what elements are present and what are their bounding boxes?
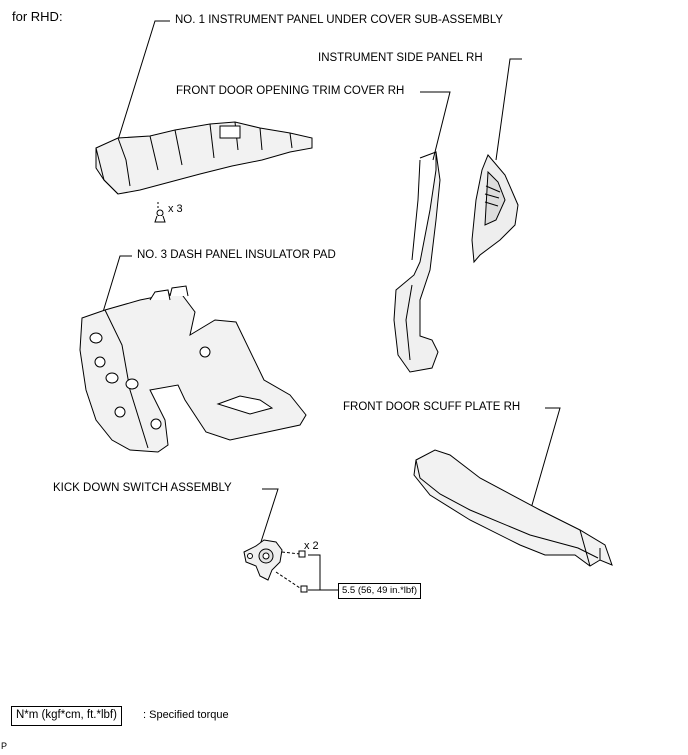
bolt-bracket [308, 554, 338, 591]
label-insulator-pad: NO. 3 DASH PANEL INSULATOR PAD [137, 249, 336, 261]
leader-under-cover [117, 20, 170, 141]
footer-code: P [1, 741, 8, 751]
leader-scuff-plate [529, 407, 561, 513]
scuff-plate-part [413, 449, 613, 567]
variant-label: for RHD: [12, 9, 63, 24]
under-cover-part [95, 121, 313, 195]
leader-side-panel [495, 58, 522, 161]
label-kick-down: KICK DOWN SWITCH ASSEMBLY [53, 482, 232, 494]
insulator-pad-part [79, 285, 307, 453]
under-cover-clip-icon [154, 202, 166, 223]
label-scuff-plate: FRONT DOOR SCUFF PLATE RH [343, 401, 521, 413]
label-under-cover: NO. 1 INSTRUMENT PANEL UNDER COVER SUB-A… [175, 14, 504, 26]
leader-trim-cover [420, 91, 451, 161]
trim-cover-part [393, 151, 441, 373]
torque-value-box: 5.5 (56, 49 in.*lbf) [338, 583, 421, 599]
legend-unit-box: N*m (kgf*cm, ft.*lbf) [11, 706, 122, 726]
kick-down-bolt-icon [275, 550, 308, 593]
legend-description: : Specified torque [143, 709, 229, 721]
kick-down-bolt-count: x 2 [304, 540, 319, 552]
label-trim-cover: FRONT DOOR OPENING TRIM COVER RH [176, 85, 405, 97]
under-cover-clip-count: x 3 [168, 203, 183, 215]
leader-insulator-pad [102, 255, 132, 313]
side-panel-part [471, 154, 519, 264]
label-side-panel: INSTRUMENT SIDE PANEL RH [318, 52, 483, 64]
leader-kick-down [259, 488, 279, 546]
kick-down-switch-part [243, 539, 283, 581]
